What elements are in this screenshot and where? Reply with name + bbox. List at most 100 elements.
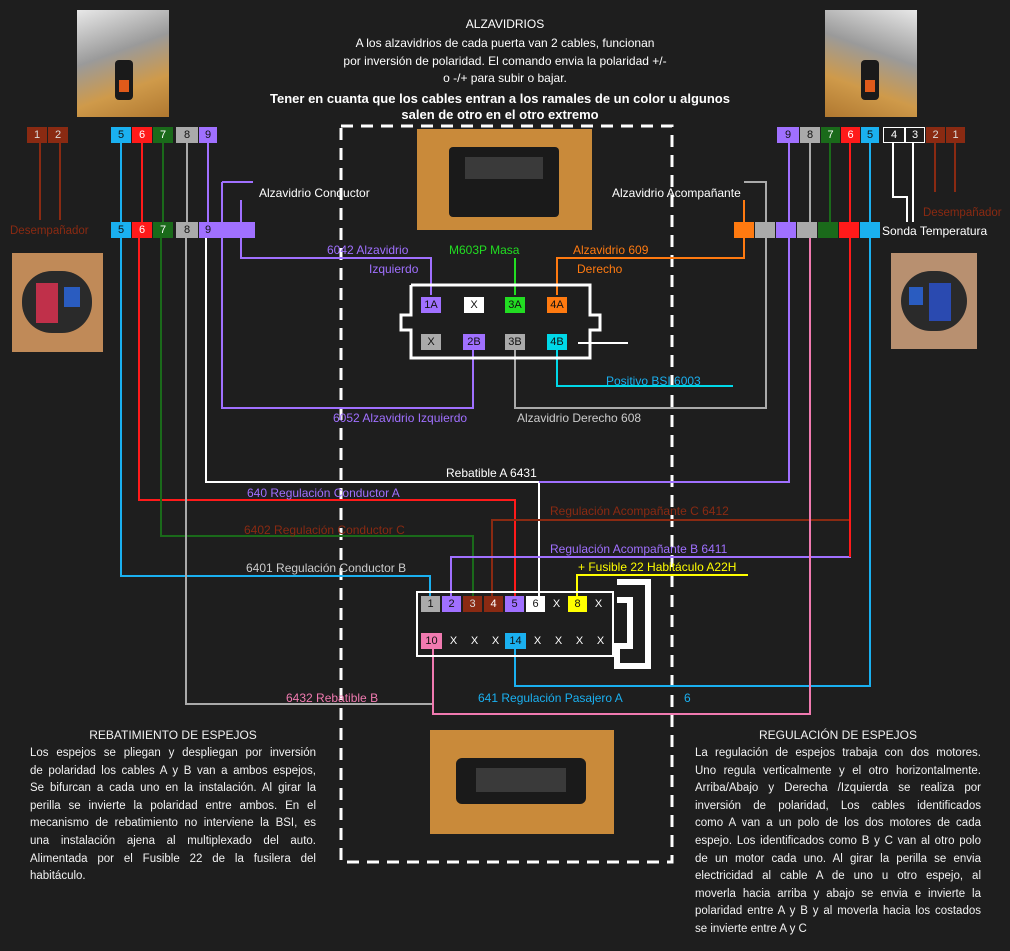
label-rebatible-b: 6432 Rebatible B: [286, 691, 379, 705]
rebatimiento-text: Los espejos se pliegan y despliegan por …: [30, 745, 316, 886]
right-top-pin-6: 6: [841, 127, 860, 143]
label-609: Alzavidrio 609: [573, 243, 649, 257]
label-reg-pasajero-a: 641 Regulación Pasajero A: [478, 691, 623, 705]
left-lower-pin-8: 8: [176, 222, 198, 238]
regulacion-line: espejo. Los identificados como B y C van…: [695, 834, 981, 847]
dashed-frame: [339, 124, 674, 864]
right-window-wires: [514, 181, 767, 409]
regulacion-text: La regulación de espejos trabaja con dos…: [695, 745, 981, 939]
right-long-wires: [432, 238, 871, 715]
left-defroster-label: Desempañador: [10, 225, 89, 237]
rebatimiento-title: REBATIMIENTO DE ESPEJOS: [89, 728, 257, 742]
regulacion-line: moverla hacia arriba y abajo se envia e …: [695, 887, 981, 900]
right-top-pin-7: 7: [821, 127, 840, 143]
mirror-pin-x-7: X: [554, 635, 563, 647]
regulacion-line: La regulación de espejos trabaja con dos…: [695, 747, 981, 759]
right-lower-pin-green: [818, 222, 838, 238]
right-lower-pin-gray-1: [755, 222, 775, 238]
left-top-pin-8: 8: [176, 127, 198, 143]
label-6003: Positivo BSI 6003: [606, 374, 701, 388]
regulacion-line: inversión de polaridad, Los cables ident…: [695, 799, 981, 812]
right-top-pin-2: 2: [926, 127, 945, 143]
right-top-pin-9: 9: [777, 127, 799, 143]
mirror-pin-x-5: X: [491, 635, 500, 647]
left-top-pin-1: 1: [27, 127, 47, 143]
mirror-pin-x-8: X: [575, 635, 584, 647]
left-top-pin-7: 7: [153, 127, 173, 143]
mirror-pin-3: 3: [463, 596, 482, 612]
header-line-2: por inversión de polaridad. El comando e…: [343, 54, 667, 68]
left-defroster-wires: [39, 143, 61, 220]
mirror-pin-x-1: X: [552, 598, 561, 610]
mirror-pin-10: 10: [421, 633, 442, 649]
window-switch-photo: [417, 129, 592, 230]
left-top-pin-6: 6: [132, 127, 152, 143]
left-top-pin-2: 2: [48, 127, 68, 143]
rebatimiento-line: una instalación ajena al multiplexado de…: [30, 834, 316, 847]
rebatimiento-line: de polaridad los cables A y B van a ambo…: [30, 764, 316, 777]
regulacion-line: de un motor cada uno. Al girar la perill…: [695, 852, 981, 865]
right-top-pin-3: 3: [905, 127, 925, 143]
right-window-label: Alzavidrio Acompañante: [612, 186, 741, 200]
label-6042: 6042 Alzavidrio: [327, 243, 409, 257]
label-reg-cond-c: 6402 Regulación Conductor C: [244, 523, 405, 537]
mirror-pin-4: 4: [484, 596, 503, 612]
window-switch-outline: [399, 283, 602, 360]
left-connector-photo: [77, 10, 169, 117]
label-reg-cond-a: 640 Regulación Conductor A: [247, 486, 400, 500]
left-lower-pin-6: 6: [132, 222, 152, 238]
mirror-pin-x-6: X: [533, 635, 542, 647]
sensor-label: Sonda Temperatura: [882, 224, 988, 238]
right-plug-photo: [891, 253, 977, 349]
right-connector-photo: [825, 10, 917, 117]
regulacion-line: Uno regula verticalmente y el otro horiz…: [695, 764, 981, 777]
switch-pin-3a: 3A: [505, 297, 525, 313]
right-top-pin-8: 8: [800, 127, 820, 143]
header-line-3: o -/+ para subir o bajar.: [443, 71, 567, 85]
rebatimiento-line: perilla se invierte la polaridad entre a…: [30, 799, 316, 812]
right-drop-wires: [788, 143, 871, 222]
left-lower-pin-7: 7: [153, 222, 173, 238]
regulacion-line: se invierte entre A y C: [695, 922, 807, 935]
switch-pin-x-top: X: [464, 297, 484, 313]
right-lower-pin-orange: [734, 222, 754, 238]
regulacion-line: Arriba/Abajo y Derecha /Izquierda se rea…: [695, 782, 981, 795]
mirror-pin-14: 14: [505, 633, 526, 649]
mirror-pin-x-9: X: [596, 635, 605, 647]
left-drop-wires: [120, 143, 209, 222]
switch-pin-x-bottom: X: [421, 334, 441, 350]
mirror-connector-outline: [416, 579, 651, 669]
header-line-1: A los alzavidrios de cada puerta van 2 c…: [355, 36, 655, 50]
mirror-pin-x-3: X: [449, 635, 458, 647]
rebatimiento-line: Los espejos se pliegan y despliegan por …: [30, 747, 316, 759]
sensor-wires: [892, 143, 914, 222]
right-top-pin-5: 5: [861, 127, 879, 143]
label-reg-acomp-c: Regulación Acompañante C 6412: [550, 504, 729, 518]
mirror-pin-x-4: X: [470, 635, 479, 647]
right-top-pin-1: 1: [946, 127, 965, 143]
mirror-pin-8: 8: [568, 596, 587, 612]
switch-pin-2b: 2B: [463, 334, 485, 350]
mirror-pin-x-2: X: [594, 598, 603, 610]
regulacion-line: electricidad al cable A de uno u otro es…: [695, 870, 981, 883]
right-lower-pin-cyan: [860, 222, 880, 238]
mirror-pin-6: 6: [526, 596, 545, 612]
rebatimiento-line: habitáculo.: [30, 870, 86, 883]
rebatimiento-line: Alimentada por el Fusible 22 de la fusil…: [30, 852, 316, 865]
regulacion-line: como A van a un polo de los dos motores …: [695, 817, 981, 830]
label-masa: M603P Masa: [449, 243, 520, 257]
mirror-pin-2: 2: [442, 596, 461, 612]
right-defroster-label: Desempañador: [923, 207, 1002, 219]
mirror-pin-1: 1: [421, 596, 440, 612]
left-window-label: Alzavidrio Conductor: [259, 186, 370, 200]
rebatimiento-line: mecanismo de rebatimiento no interviene …: [30, 817, 316, 830]
switch-pin-4b: 4B: [547, 334, 567, 350]
regulacion-title: REGULACIÓN DE ESPEJOS: [758, 728, 918, 742]
switch-pin-3b: 3B: [505, 334, 525, 350]
label-fusible: + Fusible 22 Habitáculo A22H: [578, 560, 737, 574]
label-6052: 6052 Alzavidrio Izquierdo: [333, 411, 468, 425]
header-note-1: Tener en cuanta que los cables entran a …: [270, 91, 730, 106]
left-lower-pin-5: 5: [111, 222, 131, 238]
switch-pin-4a: 4A: [547, 297, 567, 313]
label-rebatible-a: Rebatible A 6431: [446, 466, 537, 480]
